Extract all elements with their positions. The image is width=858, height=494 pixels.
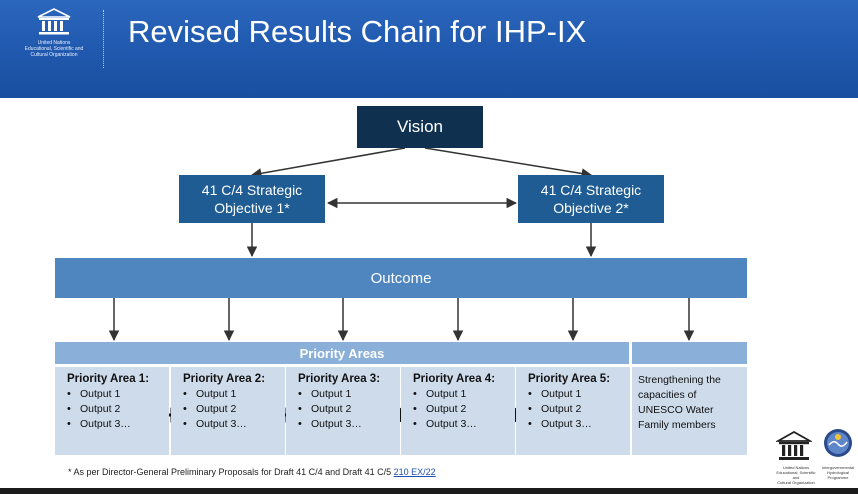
priority-area-4-box: Priority Area 4: Output 1 Output 2 Outpu… [401,367,515,455]
output-item: Output 3… [528,417,630,432]
strengthening-header-bar [632,342,747,364]
output-item: Output 1 [413,387,515,402]
arrow-vision-to-objective1 [250,147,406,179]
objective-2-line2: Objective 2* [553,200,629,216]
unesco-logo-text: United Nations Educational, Scientific a… [24,40,84,58]
ihp-globe-icon [824,429,852,457]
header-divider [103,10,104,68]
arrow-vision-to-objective2 [424,147,593,179]
output-list: Output 1 Output 2 Output 3… [298,387,400,432]
priority-area-2-box: Priority Area 2: Output 1 Output 2 Outpu… [171,367,285,455]
objective-1-line2: Objective 1* [214,200,290,216]
footnote-text: * As per Director-General Preliminary Pr… [68,467,394,477]
output-list: Output 1 Output 2 Output 3… [528,387,630,432]
priority-area-1-box: Priority Area 1: Output 1 Output 2 Outpu… [55,367,169,455]
strengthening-line: capacities of [638,389,697,401]
vision-box: Vision [357,106,483,148]
priority-area-title: Priority Area 1: [67,373,150,385]
output-item: Output 3… [67,417,169,432]
bottom-rule [0,488,858,494]
footnote: * As per Director-General Preliminary Pr… [68,467,436,477]
output-item: Output 1 [183,387,285,402]
output-item: Output 3… [298,417,400,432]
strategic-objective-2-box: 41 C/4 Strategic Objective 2* [518,175,664,223]
objective-1-line1: 41 C/4 Strategic [201,182,303,198]
output-item: Output 1 [298,387,400,402]
priority-area-title: Priority Area 2: [183,373,266,385]
outcome-bar: Outcome [55,258,747,298]
priority-area-title: Priority Area 4: [413,373,496,385]
unesco-logo: United Nations Educational, Scientific a… [8,8,100,68]
output-item: Output 2 [298,402,400,417]
output-item: Output 3… [413,417,515,432]
priority-area-5-box: Priority Area 5: Output 1 Output 2 Outpu… [516,367,630,455]
strengthening-line: UNESCO Water [638,404,714,416]
output-list: Output 1 Output 2 Output 3… [413,387,515,432]
output-list: Output 1 Output 2 Output 3… [183,387,285,432]
output-item: Output 2 [528,402,630,417]
priority-area-title: Priority Area 5: [528,373,611,385]
unesco-temple-icon [37,8,71,35]
strengthening-line: Family members [638,419,716,431]
unesco-bottom-logo-text: United Nations Educational, Scientific a… [776,465,816,485]
priority-areas-header: Priority Areas [55,342,629,364]
strategic-objective-1-box: 41 C/4 Strategic Objective 1* [179,175,325,223]
bottom-logos: United Nations Educational, Scientific a… [776,421,856,487]
strengthening-line: Strengthening the [638,374,721,386]
output-list: Output 1 Output 2 Output 3… [67,387,169,432]
ihp-logo-text: Intergovernmental Hydrological Programme [821,465,855,480]
priority-area-3-box: Priority Area 3: Output 1 Output 2 Outpu… [286,367,400,455]
output-item: Output 1 [67,387,169,402]
slide-title: Revised Results Chain for IHP-IX [128,14,587,49]
objective-2-line1: 41 C/4 Strategic [540,182,642,198]
unesco-temple-icon [776,431,812,460]
priority-area-title: Priority Area 3: [298,373,381,385]
output-item: Output 2 [413,402,515,417]
header-banner: United Nations Educational, Scientific a… [0,0,858,98]
output-item: Output 3… [183,417,285,432]
output-item: Output 1 [528,387,630,402]
strengthening-capacities-box: Strengthening the capacities of UNESCO W… [632,367,747,455]
output-item: Output 2 [183,402,285,417]
output-item: Output 2 [67,402,169,417]
footnote-link[interactable]: 210 EX/22 [393,467,436,477]
